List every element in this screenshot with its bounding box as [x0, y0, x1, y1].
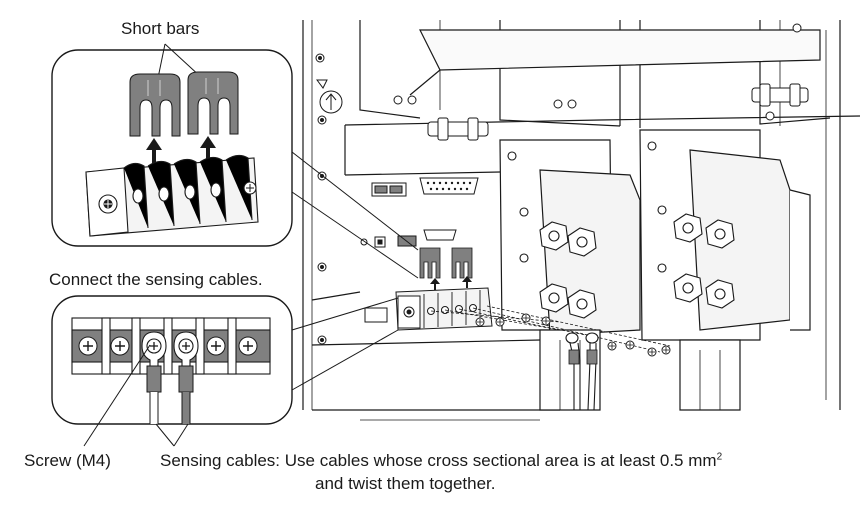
sensing-cables-on-chassis — [565, 332, 599, 411]
chassis-connectors — [360, 177, 479, 248]
output-busbar-left — [499, 139, 641, 411]
terminal-screws-top-view — [78, 336, 258, 356]
sensing-cables-note: Sensing cables: Use cables whose cross s… — [160, 451, 722, 471]
loose-screws — [475, 313, 671, 357]
short-bars-small-arrows — [430, 276, 472, 290]
short-bar-left — [129, 73, 181, 137]
busbar-bolts — [507, 141, 735, 319]
sensing-cables-prefix: Sensing cables: — [160, 451, 285, 470]
screw-m4-label: Screw (M4) — [24, 451, 111, 470]
sensing-terminal-block-small — [364, 287, 493, 331]
sensing-cables-unit-superscript: 2 — [716, 451, 723, 463]
sensing-cables-requirement: Use cables whose cross sectional area is… — [284, 451, 717, 470]
short-bar-removal-arrows — [146, 136, 216, 168]
short-bar-right — [187, 71, 239, 135]
sensing-cables-note-line2: and twist them together. — [315, 474, 496, 493]
ring-lug-screws — [141, 331, 199, 373]
up-arrow-marking-icon — [316, 79, 343, 114]
short-bars-label: Short bars — [121, 19, 200, 38]
callout-leader-lines — [291, 151, 419, 391]
connect-sensing-cables-label: Connect the sensing cables. — [49, 270, 263, 289]
sensing-cables-in-callout — [146, 365, 194, 424]
hinge-details — [427, 83, 809, 141]
short-bars-small — [419, 247, 473, 279]
terminal-strip-top-view — [71, 317, 271, 375]
bottom-label-leaders — [83, 344, 189, 447]
terminal-block-large — [85, 154, 259, 237]
